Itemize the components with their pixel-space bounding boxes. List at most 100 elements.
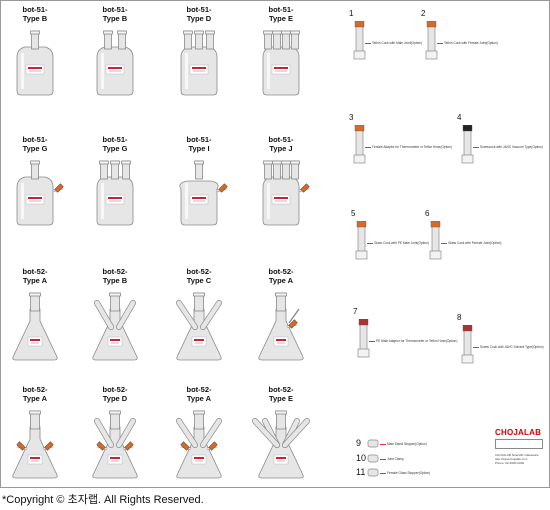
- item-caption: bot-52- Type E: [268, 385, 294, 403]
- part-illustration: [367, 454, 379, 463]
- part-illustration: [367, 439, 379, 448]
- part-pointer: [365, 147, 371, 148]
- item-caption: bot-52- Type A: [22, 385, 48, 403]
- item-caption: bot-51- Type B: [22, 5, 48, 23]
- bottle-label: [189, 194, 209, 205]
- part-number: 6: [425, 209, 430, 218]
- neck-rim: [117, 30, 127, 35]
- neck-rim: [290, 160, 300, 165]
- part-label: Teflon Cock with Male Joint(Option): [372, 41, 423, 45]
- bottle-label: [271, 194, 291, 205]
- valve-handle: [16, 441, 26, 451]
- neck-rim: [263, 30, 273, 35]
- glassware-illustration: [252, 410, 310, 479]
- glassware-illustration: [262, 160, 310, 226]
- flask-body: [92, 426, 138, 479]
- glassware-illustration: [176, 410, 222, 479]
- part-pointer: [380, 473, 386, 474]
- part-pointer: [473, 347, 479, 348]
- part-pointer: [437, 43, 443, 44]
- item-caption: bot-51- Type G: [102, 135, 128, 153]
- part-illustration: [367, 468, 379, 477]
- neck-rim: [205, 30, 215, 35]
- bottle-label: [105, 64, 125, 75]
- valve-handle: [96, 441, 106, 451]
- part-label: Male Stand Stopper(Option): [387, 442, 427, 446]
- part-label: PE Male Adaptor for Thermometer or Teflo…: [376, 339, 458, 343]
- neck-rim: [275, 410, 287, 415]
- part-label: Teflon Cock with Female Joint(Option): [444, 41, 498, 45]
- neck-rim: [193, 292, 205, 297]
- valve-handle: [180, 441, 190, 451]
- valve-handle: [288, 319, 298, 329]
- glassware-illustration: [96, 160, 134, 226]
- part-number: 5: [351, 209, 356, 218]
- part-illustration: [353, 125, 366, 164]
- part-label: Screwcock with JAHC Vacuum Type(Option): [480, 145, 543, 149]
- flask-body: [176, 308, 222, 361]
- part-label: Screw Cock with JAHC Solvent Type(Option…: [480, 345, 544, 349]
- item-caption: bot-52- Type A: [186, 385, 212, 403]
- valve-handle: [124, 441, 134, 451]
- part-pointer: [365, 43, 371, 44]
- item-caption: bot-51- Type E: [268, 5, 294, 23]
- bottle-label: [105, 194, 125, 205]
- part-pointer: [380, 444, 386, 445]
- item-caption: bot-51- Type I: [186, 135, 212, 153]
- neck-rim: [281, 30, 291, 35]
- neck-rim: [99, 160, 109, 165]
- item-caption: bot-51- Type J: [268, 135, 294, 153]
- neck-rim: [109, 292, 121, 297]
- item-caption: bot-52- Type D: [102, 385, 128, 403]
- part-illustration: [461, 125, 474, 164]
- part-pointer: [369, 341, 375, 342]
- part-number: 7: [353, 307, 358, 316]
- item-caption: bot-52- Type C: [186, 267, 212, 285]
- part-number: 9: [356, 438, 362, 448]
- part-pointer: [380, 459, 386, 460]
- bottle-label: [273, 454, 289, 465]
- part-number: 8: [457, 313, 462, 322]
- neck-rim: [183, 30, 193, 35]
- valve-handle: [208, 441, 218, 451]
- neck-rim: [29, 410, 41, 415]
- glassware-illustration: [258, 292, 304, 361]
- bottle-label: [27, 454, 43, 465]
- item-caption: bot-51- Type B: [102, 5, 128, 23]
- flask-body: [258, 426, 304, 479]
- item-caption: bot-52- Type B: [102, 267, 128, 285]
- valve-handle: [44, 441, 54, 451]
- neck-rim: [193, 410, 205, 415]
- glassware-illustration: [92, 292, 138, 361]
- bottle-label: [191, 336, 207, 347]
- glassware-illustration: [179, 160, 228, 226]
- flask-body: [12, 308, 58, 361]
- part-label: Glass Cock with PE Male Joint(Option): [374, 241, 429, 245]
- item-caption: bot-52- Type A: [22, 267, 48, 285]
- part-illustration: [353, 21, 366, 60]
- part-pointer: [473, 147, 479, 148]
- neck-rim: [109, 410, 121, 415]
- item-caption: bot-51- Type D: [186, 5, 212, 23]
- flask-body: [12, 426, 58, 479]
- brand-name: CHOJALAB: [495, 428, 542, 437]
- copyright-text: *Copyright © 초자랩. All Rights Reserve…: [2, 494, 204, 506]
- bottle-label: [27, 336, 43, 347]
- bottle-label: [107, 336, 123, 347]
- bottle-label: [25, 194, 45, 205]
- glassware-illustration: [12, 292, 58, 361]
- part-label: Joint Clamp: [387, 457, 404, 461]
- part-pointer: [367, 243, 373, 244]
- neck-rim: [272, 30, 282, 35]
- part-number: 1: [349, 9, 354, 18]
- brand-note: CHOJALAB Scientific Glassware http://www…: [495, 453, 539, 465]
- neck-rim: [263, 160, 273, 165]
- catalog-sheet: bot-51- Type B bot-51- Type B bot-51- Type…: [0, 0, 550, 488]
- part-number: 10: [356, 453, 367, 463]
- flask-body: [176, 426, 222, 479]
- part-label: Female Adaptor for Thermometer or Teflon…: [372, 145, 452, 149]
- bottle-label: [107, 454, 123, 465]
- glassware-illustration: [16, 160, 64, 226]
- neck-rim: [30, 160, 40, 165]
- neck-rim: [272, 160, 282, 165]
